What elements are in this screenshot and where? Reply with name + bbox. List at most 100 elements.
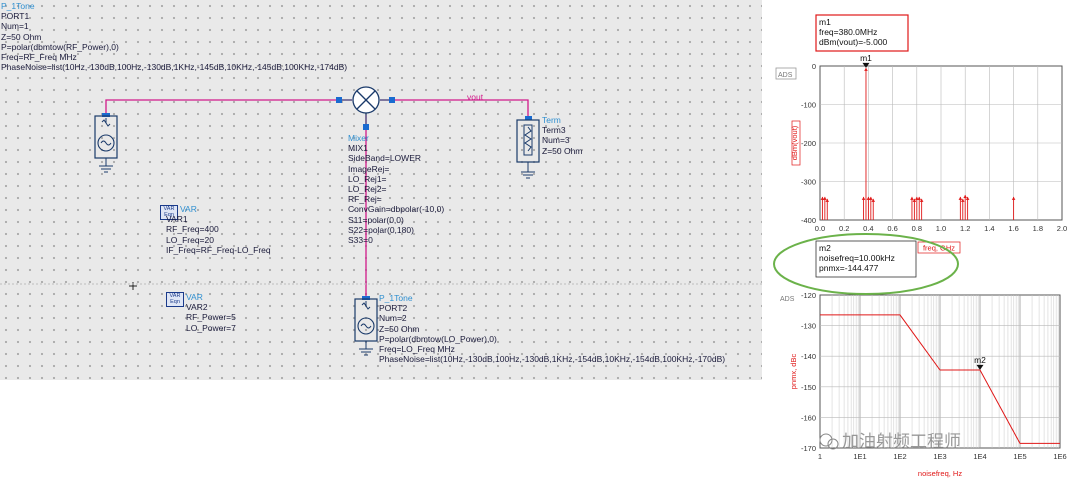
term-prop-line: Num=3 bbox=[542, 135, 570, 146]
noise-xtick-label: 1 bbox=[818, 452, 822, 461]
var2-prop-line: LO_Power=7 bbox=[186, 322, 236, 333]
vout-net-label: vout bbox=[467, 92, 484, 102]
term-type: Term bbox=[542, 115, 561, 125]
spectrum-bar-tip bbox=[866, 196, 871, 200]
spectrum-xtick-label: 0.0 bbox=[815, 224, 825, 233]
mixer-prop-line: LO_Rej2= bbox=[348, 184, 387, 195]
m2-readout-line: pnmx=-144.477 bbox=[819, 263, 879, 273]
spectrum-bar-tip bbox=[871, 198, 876, 202]
term-prop-line: Term3 bbox=[542, 125, 566, 136]
m1-marker-triangle bbox=[862, 62, 870, 68]
port2-prop-line: P=polar(dbmtow(LO_Power),0) bbox=[379, 333, 497, 344]
port1-prop-line: PORT1 bbox=[1, 11, 30, 22]
mixer-type: Mixer bbox=[348, 133, 369, 143]
var1-type: VAR bbox=[180, 204, 197, 214]
port2-prop-line: PhaseNoise=list(10Hz,-130dB,100Hz,-130dB… bbox=[379, 354, 726, 365]
spectrum-ylabel-box bbox=[791, 120, 801, 166]
spectrum-bar-tip bbox=[960, 198, 965, 202]
mixer-prop-line: RF_Rej= bbox=[348, 194, 382, 205]
port1-prop-line: Z=50 Ohm bbox=[1, 31, 42, 42]
mixer-prop-line: S33=0 bbox=[348, 235, 373, 246]
spectrum-ylabel: dBm(vout) bbox=[790, 125, 799, 160]
spectrum-bar-tip bbox=[912, 198, 917, 202]
highlight-ellipse bbox=[773, 233, 959, 295]
var1-prop-line: IF_Freq=RF_Freq-LO_Freq bbox=[166, 244, 271, 255]
spectrum-bar-tip bbox=[869, 196, 873, 200]
spectrum-ads-badge-text: ADS bbox=[778, 72, 793, 79]
noise-ytick-label: -130 bbox=[801, 322, 816, 331]
var2-prop-line: RF_Power=5 bbox=[186, 312, 236, 323]
noise-ads-badge-text: ADS bbox=[780, 296, 795, 303]
m1-readout-box bbox=[815, 14, 909, 52]
crosshair-icon bbox=[129, 282, 137, 290]
m2-marker-triangle bbox=[976, 364, 984, 370]
wechat-icon-bubble bbox=[827, 438, 839, 450]
spectrum-xtick-label: 0.8 bbox=[912, 224, 922, 233]
term-prop-line: Z=50 Ohm bbox=[542, 145, 583, 156]
m2-readout-line: m2 bbox=[819, 243, 831, 253]
m2-readout-line: noisefreq=10.00kHz bbox=[819, 253, 895, 263]
term-symbol bbox=[516, 116, 540, 179]
var1-eqn-icon[interactable]: VAR Eqn bbox=[160, 205, 178, 220]
spectrum-ytick-label: -400 bbox=[801, 216, 816, 225]
m2-readout-box bbox=[815, 240, 917, 278]
var1-prop-line: LO_Freq=20 bbox=[166, 234, 214, 245]
wechat-icon bbox=[819, 433, 833, 447]
port1-source-symbol bbox=[94, 113, 118, 173]
m1-readout-line: dBm(vout)=-5.000 bbox=[819, 37, 888, 47]
spectrum-bar-tip bbox=[1011, 196, 1016, 200]
port2-prop-line: Num=2 bbox=[379, 313, 407, 324]
spectrum-ads-badge bbox=[775, 67, 797, 80]
mixer-prop-line: MIX1 bbox=[348, 143, 368, 154]
rf-wire bbox=[105, 99, 352, 115]
spectrum-xtick-label: 1.0 bbox=[936, 224, 946, 233]
noise-xtick-label: 1E5 bbox=[1013, 452, 1026, 461]
port1-prop-line: Freq=RF_Freq MHz bbox=[1, 52, 77, 63]
spectrum-xtick-label: 1.6 bbox=[1008, 224, 1018, 233]
m1-readout-line: freq=380.0MHz bbox=[819, 27, 877, 37]
noise-ytick-label: -120 bbox=[801, 291, 816, 300]
noise-xtick-label: 1E3 bbox=[933, 452, 946, 461]
noise-xtick-label: 1E2 bbox=[893, 452, 906, 461]
spectrum-ytick-label: -200 bbox=[801, 139, 816, 148]
var2-icon-subtext: Eqn bbox=[170, 299, 180, 305]
noise-ytick-label: -150 bbox=[801, 383, 816, 392]
port2-prop-line: Z=50 Ohm bbox=[379, 323, 420, 334]
noise-trace-line bbox=[820, 314, 1060, 444]
spectrum-bar-tip bbox=[917, 196, 922, 200]
port1-prop-line: Num=1 bbox=[1, 21, 29, 32]
noise-ylabel: pnmx, dBc bbox=[789, 354, 798, 390]
spectrum-ytick-label: -100 bbox=[801, 101, 816, 110]
noise-ytick-label: -160 bbox=[801, 413, 816, 422]
spectrum-bar-tip bbox=[915, 196, 919, 200]
mixer-prop-line: ConvGain=dbpolar(-10,0) bbox=[348, 204, 445, 215]
vout-wire bbox=[380, 99, 529, 118]
port2-source-symbol bbox=[354, 296, 378, 356]
var2-icon-text: VAR bbox=[169, 293, 181, 299]
watermark-text: 加油射频工程师 bbox=[842, 432, 961, 451]
spectrum-bar-tip bbox=[823, 196, 827, 200]
var1-icon-subtext: Eqn bbox=[164, 212, 174, 218]
spectrum-bar-tip bbox=[910, 196, 914, 200]
m1-readout-line: m1 bbox=[819, 17, 831, 27]
port2-type: P_1Tone bbox=[379, 293, 413, 303]
var2-eqn-icon[interactable]: VAR Eqn bbox=[166, 292, 184, 307]
spectrum-xtick-label: 2.0 bbox=[1057, 224, 1067, 233]
spectrum-bar-tip bbox=[861, 196, 866, 200]
spectrum-bar-tip bbox=[958, 196, 963, 200]
m1-marker-label: m1 bbox=[860, 53, 872, 63]
port1-prop-line: PhaseNoise=list(10Hz,-130dB,100Hz,-130dB… bbox=[1, 62, 348, 73]
spectrum-xtick-label: 1.4 bbox=[984, 224, 994, 233]
spectrum-bar-tip bbox=[963, 194, 967, 198]
spectrum-xtick-label: 1.2 bbox=[960, 224, 970, 233]
